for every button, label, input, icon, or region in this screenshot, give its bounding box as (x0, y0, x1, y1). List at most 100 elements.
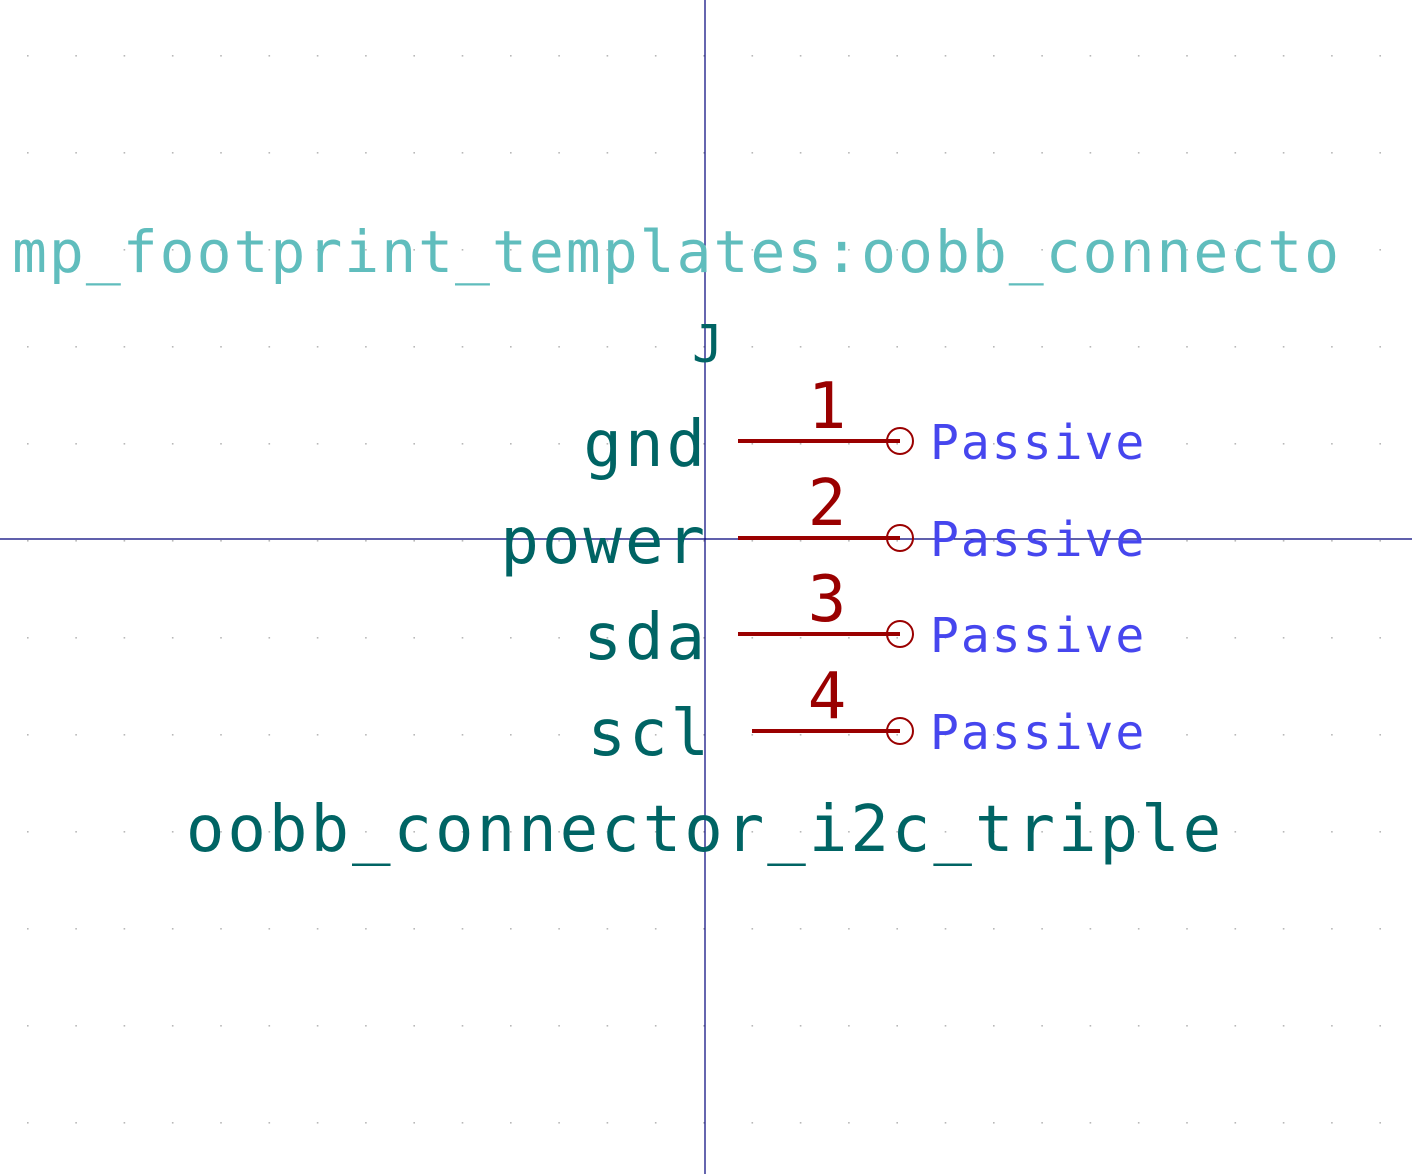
grid-dot (123, 540, 126, 542)
grid-dot (27, 637, 29, 639)
pin-2[interactable]: power 2 Passive (500, 467, 1146, 579)
grid-dot (1331, 540, 1333, 542)
grid-dot (993, 637, 995, 639)
grid-dot (703, 346, 705, 348)
pin-connection-point[interactable] (886, 620, 914, 648)
grid-dot (316, 928, 319, 930)
grid-dot (1089, 540, 1092, 542)
grid-dot (558, 1025, 560, 1027)
grid-dot (654, 928, 657, 930)
grid-dot (1041, 637, 1043, 639)
grid-dot (1186, 55, 1188, 57)
grid-dot (171, 55, 174, 57)
grid-dot (703, 637, 705, 639)
grid-dot (1186, 928, 1188, 930)
pin-connection-point[interactable] (886, 524, 914, 552)
grid-dot (1137, 249, 1140, 251)
grid-dot (1186, 249, 1188, 251)
grid-dot (896, 831, 898, 833)
grid-dot (461, 443, 464, 445)
grid-dot (171, 540, 174, 542)
pin-3[interactable]: sda 3 Passive (583, 563, 1146, 675)
grid-dot (1331, 1025, 1333, 1027)
grid-dot (1089, 152, 1092, 154)
grid-dot (993, 734, 995, 736)
grid-dot (654, 734, 657, 736)
grid-dot (171, 734, 174, 736)
grid-dot (606, 928, 609, 930)
grid-dot (993, 346, 995, 348)
pin-connection-point[interactable] (886, 717, 914, 745)
grid-dot (365, 55, 367, 57)
grid-dot (123, 1122, 126, 1124)
grid-dot (1137, 734, 1140, 736)
grid-dot (944, 346, 947, 348)
grid-dot (1041, 1025, 1043, 1027)
grid-dot (413, 540, 415, 542)
grid-dot (1041, 443, 1043, 445)
pin-connection-point[interactable] (886, 427, 914, 455)
grid-dot (365, 152, 367, 154)
value-field[interactable]: oobb_connector_i2c_triple (186, 793, 1224, 867)
grid-dot (1234, 928, 1237, 930)
grid-dot (848, 55, 850, 57)
pin-1[interactable]: gnd 1 Passive (583, 370, 1146, 482)
grid-dot (268, 1025, 271, 1027)
grid-dot (751, 1025, 754, 1027)
grid-dot (1331, 55, 1333, 57)
grid-dot (316, 734, 319, 736)
grid-dot (268, 249, 271, 251)
grid-dot (316, 540, 319, 542)
grid-dot (799, 346, 802, 348)
grid-dot (220, 55, 222, 57)
pin-electrical-type: Passive (930, 608, 1146, 664)
grid-dot (703, 55, 705, 57)
footprint-field[interactable]: mp_footprint_templates:oobb_connecto (12, 218, 1341, 286)
grid-dot (654, 1025, 657, 1027)
grid-dot (268, 346, 271, 348)
grid-dot (220, 346, 222, 348)
grid-dot (848, 540, 850, 542)
grid-dot (606, 831, 609, 833)
grid-dot (123, 443, 126, 445)
grid-dot (558, 928, 560, 930)
pin-electrical-type: Passive (930, 512, 1146, 568)
grid-dot (558, 443, 560, 445)
grid-dot (799, 734, 802, 736)
grid-dot (896, 346, 898, 348)
grid-dot (123, 152, 126, 154)
grid-dot (171, 249, 174, 251)
grid-dot (171, 928, 174, 930)
grid-dot (654, 152, 657, 154)
pin-name: power (500, 505, 708, 579)
pin-4[interactable]: scl 4 Passive (587, 660, 1146, 771)
grid-dot (1282, 249, 1285, 251)
grid-dot (413, 152, 415, 154)
grid-dot (944, 55, 947, 57)
grid-dot (1089, 734, 1092, 736)
grid-dot (606, 152, 609, 154)
grid-dot (75, 152, 77, 154)
grid-dot (1379, 249, 1381, 251)
grid-dot (751, 928, 754, 930)
grid-dot (316, 1122, 319, 1124)
grid-dot (1186, 1025, 1188, 1027)
grid-dot (220, 928, 222, 930)
grid-dot (268, 734, 271, 736)
reference-field[interactable]: J (692, 315, 723, 375)
grid-dot (461, 734, 464, 736)
grid-dot (606, 637, 609, 639)
grid-dot (993, 831, 995, 833)
grid-dot (1282, 928, 1285, 930)
grid-dot (751, 443, 754, 445)
grid-dot (799, 152, 802, 154)
grid-dot (1089, 443, 1092, 445)
grid-dot (944, 1025, 947, 1027)
grid-dot (123, 831, 126, 833)
grid-dot (1379, 443, 1381, 445)
grid-dot (1137, 1025, 1140, 1027)
grid-dot (1137, 928, 1140, 930)
pin-name: scl (587, 697, 712, 771)
grid-dot (1379, 637, 1381, 639)
